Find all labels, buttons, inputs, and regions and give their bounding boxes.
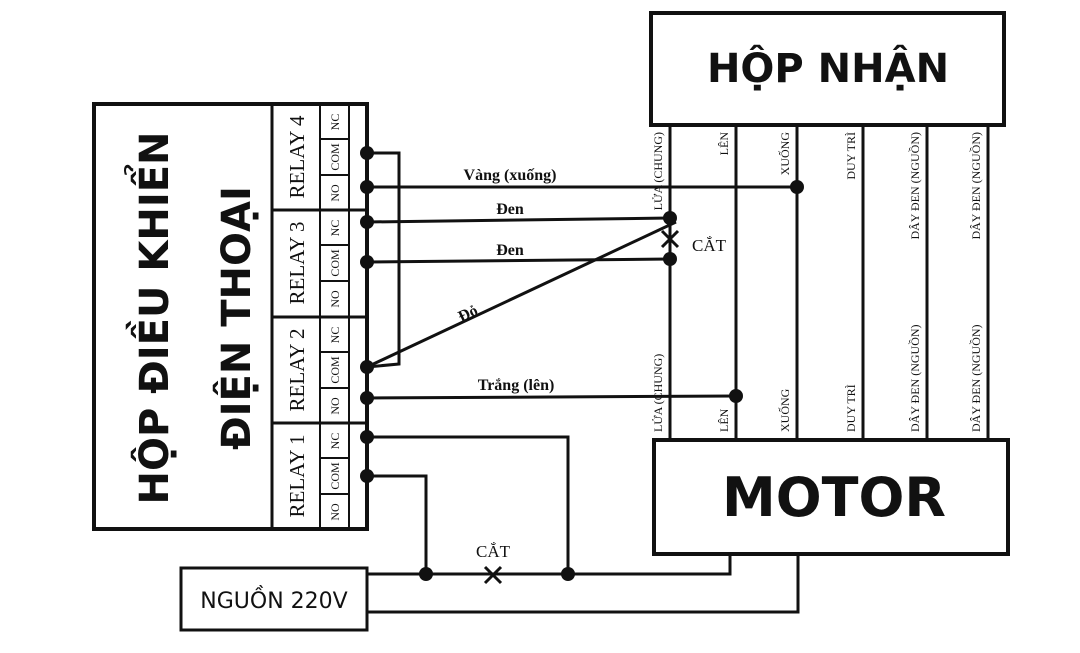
wire-power-live: [367, 554, 732, 576]
top-label-lua: LỬA (CHUNG): [651, 132, 665, 210]
bottom-label-duytri: DUY TRÌ: [844, 384, 858, 432]
receiver-box: HỘP NHẬN: [649, 11, 1006, 127]
relay2-label: RELAY 2: [285, 328, 309, 411]
relay2-no: NO: [328, 397, 342, 415]
power-box: NGUỒN 220V: [179, 566, 369, 632]
cut-x-right: [660, 229, 680, 249]
relay1-no: NO: [328, 503, 342, 521]
relay1-nc: NC: [328, 433, 342, 450]
wire-black1: [366, 216, 671, 224]
power-title: NGUỒN 220V: [200, 586, 347, 614]
bottom-label-lua: LỬA (CHUNG): [651, 354, 665, 432]
label-black1: Đen: [496, 201, 524, 218]
relay4-label: RELAY 4: [285, 115, 309, 199]
top-label-len: LÊN: [717, 132, 731, 156]
receiver-bottom-labels: LỬA (CHUNG) LÊN XUỐNG DUY TRÌ DÂY ĐEN (N…: [651, 324, 983, 432]
relay2-com: COM: [328, 356, 342, 384]
cut-x-bottom: [483, 565, 503, 585]
relay2-nc: NC: [328, 327, 342, 344]
relay4-com: COM: [328, 143, 342, 171]
cut-label-bottom: CẮT: [476, 542, 511, 561]
junction-dots: [360, 146, 804, 581]
relay1-label: RELAY 1: [285, 434, 309, 517]
wire-relay4com-to-relay2com: [366, 151, 401, 369]
relay3-com: COM: [328, 249, 342, 277]
wire-power-neutral: [367, 554, 800, 614]
bottom-label-len: LÊN: [717, 408, 731, 432]
relay3-nc: NC: [328, 220, 342, 237]
top-label-xuong: XUỐNG: [777, 132, 792, 176]
wiring: [366, 151, 800, 614]
motor-title: MOTOR: [722, 466, 946, 529]
relay3-label: RELAY 3: [285, 221, 309, 304]
label-black2: Đen: [496, 242, 524, 259]
top-label-dayden2: DÂY ĐEN (NGUỒN): [968, 132, 983, 240]
relay4-no: NO: [328, 184, 342, 202]
bottom-label-dayden1: DÂY ĐEN (NGUỒN): [907, 324, 922, 432]
wire-relay1nc: [367, 435, 570, 574]
controller-box: HỘP ĐIỀU KHIỂN ĐIỆN THOẠI RELAY 4 RELAY …: [92, 102, 369, 531]
receiver-output-wires: [668, 125, 990, 440]
label-yellow: Vàng (xuống): [464, 167, 557, 184]
wire-black2: [366, 257, 671, 264]
bottom-label-dayden2: DÂY ĐEN (NGUỒN): [968, 324, 983, 432]
relay3-no: NO: [328, 290, 342, 308]
controller-title-line2: ĐIỆN THOẠI: [212, 186, 260, 450]
wire-red: [366, 220, 677, 369]
motor-box: MOTOR: [652, 438, 1010, 556]
wire-labels: Vàng (xuống) Đen Đen Đỏ Trắng (lên): [456, 167, 557, 394]
controller-title-line1: HỘP ĐIỀU KHIỂN: [123, 131, 178, 504]
cut-label-right: CẮT: [692, 236, 727, 255]
relay4-nc: NC: [328, 114, 342, 131]
receiver-top-labels: LỬA (CHUNG) LÊN XUỐNG DUY TRÌ DÂY ĐEN (N…: [651, 132, 983, 240]
wire-white: [366, 394, 737, 400]
label-white: Trắng (lên): [478, 377, 555, 394]
receiver-title: HỘP NHẬN: [707, 44, 949, 92]
cut-marks: CẮT CẮT: [476, 229, 727, 585]
relay1-com: COM: [328, 462, 342, 490]
bottom-label-xuong: XUỐNG: [777, 388, 792, 432]
top-label-duytri: DUY TRÌ: [844, 132, 858, 180]
label-red: Đỏ: [456, 302, 481, 326]
wire-relay1com: [367, 474, 428, 574]
top-label-dayden1: DÂY ĐEN (NGUỒN): [907, 132, 922, 240]
